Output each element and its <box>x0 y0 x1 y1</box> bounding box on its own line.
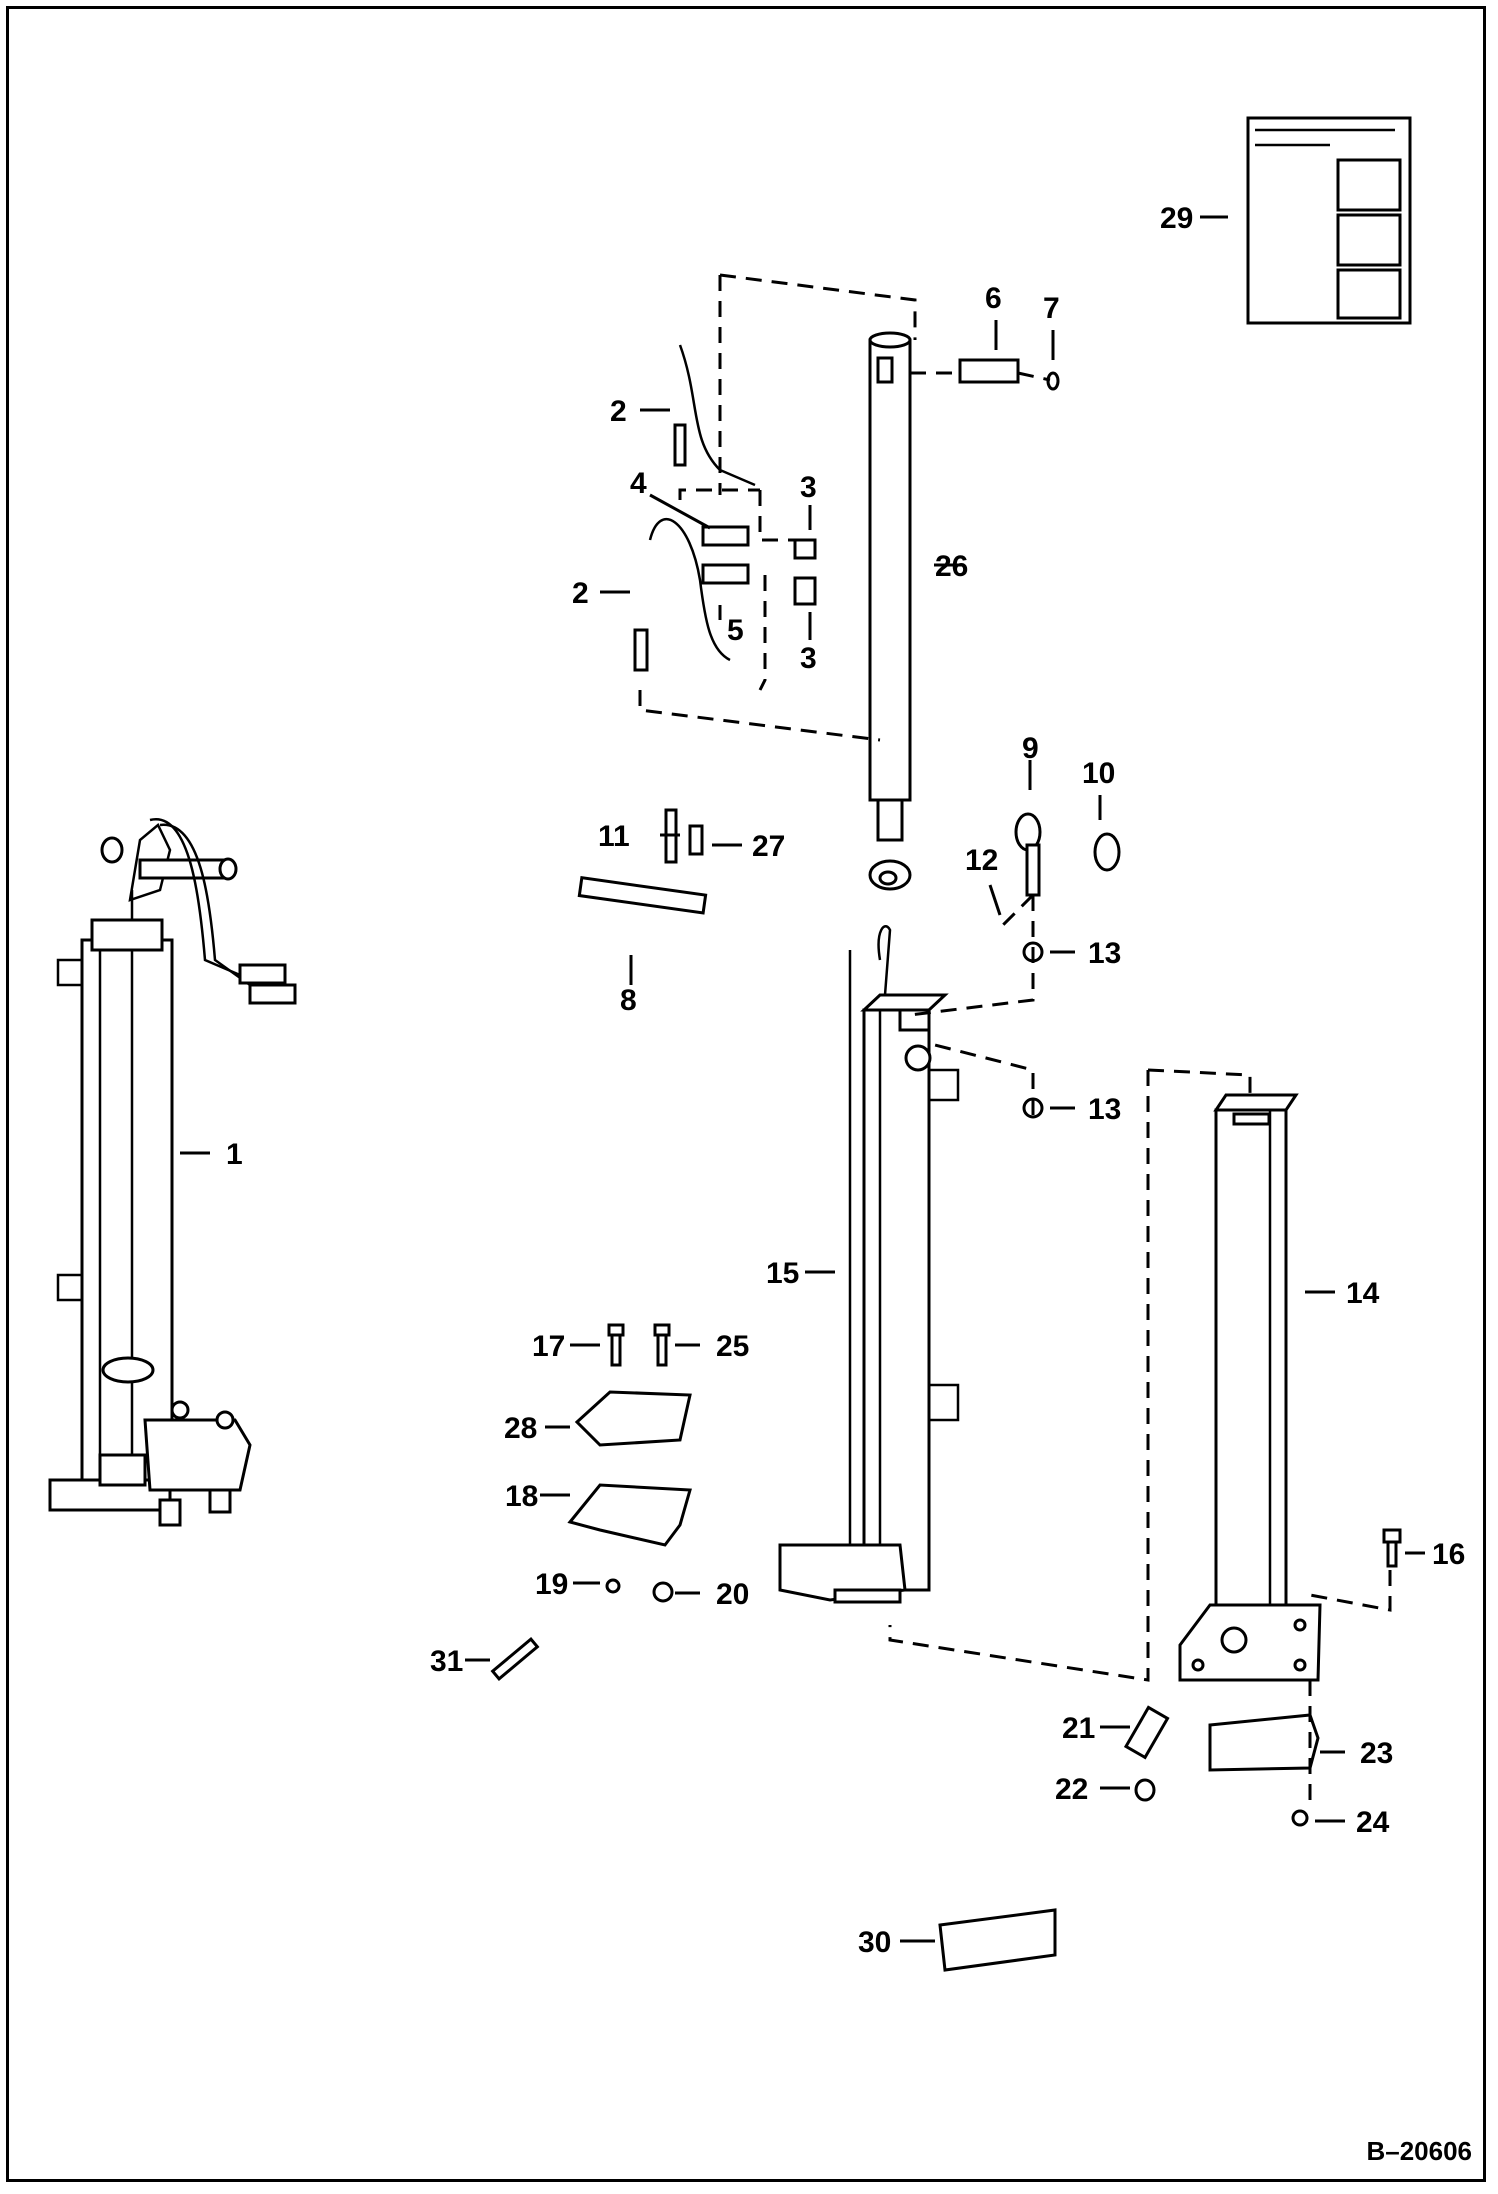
sleeve <box>1123 1705 1170 1760</box>
callout-30: 30 <box>858 1926 891 1959</box>
callout-5: 5 <box>727 614 744 647</box>
callout-14: 14 <box>1346 1277 1380 1310</box>
callout-leaders <box>180 215 1425 1943</box>
assembled-jack <box>48 818 297 1527</box>
callout-29: 29 <box>1160 202 1193 235</box>
callout-4: 4 <box>630 467 647 500</box>
lock-pin-assembly <box>1014 812 1121 897</box>
callout-31: 31 <box>430 1645 463 1678</box>
stand-tube <box>1178 1093 1322 1682</box>
callout-19: 19 <box>535 1568 568 1601</box>
callout-27: 27 <box>752 830 785 863</box>
assembly-lines <box>638 273 1392 1810</box>
cartridge <box>938 1908 1057 1972</box>
callout-2: 2 <box>572 577 589 610</box>
bracket <box>1208 1713 1320 1772</box>
reference-code: B–20606 <box>1366 2136 1472 2166</box>
callout-11: 11 <box>598 820 630 853</box>
callout-10: 10 <box>1082 757 1115 790</box>
callout-16: 16 <box>1432 1538 1465 1571</box>
callout-21: 21 <box>1062 1712 1095 1745</box>
callout-13: 13 <box>1088 937 1121 970</box>
callout-24: 24 <box>1356 1806 1390 1839</box>
callout-22: 22 <box>1055 1773 1088 1806</box>
couplers <box>701 525 817 606</box>
callout-28: 28 <box>504 1412 537 1445</box>
mount-hardware <box>490 1323 692 1682</box>
bolt <box>1382 1528 1402 1568</box>
callout-9: 9 <box>1022 732 1039 765</box>
pin <box>958 358 1020 384</box>
callout-26: 26 <box>935 550 968 583</box>
washer <box>1134 1778 1156 1802</box>
callout-23: 23 <box>1360 1737 1393 1770</box>
callout-3: 3 <box>800 642 817 675</box>
callout-12: 12 <box>965 844 998 877</box>
callout-8: 8 <box>620 984 637 1017</box>
callout-15: 15 <box>766 1257 799 1290</box>
callout-18: 18 <box>505 1480 538 1513</box>
callout-1: 1 <box>226 1138 243 1171</box>
nut <box>1291 1809 1309 1827</box>
callout-3: 3 <box>800 471 817 504</box>
callout-6: 6 <box>985 282 1002 315</box>
callout-labels: 1 2 2 3 3 4 5 6 7 8 9 10 11 12 13 13 14 … <box>226 202 1472 2166</box>
callout-25: 25 <box>716 1330 749 1363</box>
hydraulic-cylinder <box>868 331 912 891</box>
callout-20: 20 <box>716 1578 749 1611</box>
hydraulic-hoses <box>633 344 756 672</box>
diagram-border <box>6 6 1486 2182</box>
instruction-sheet <box>1246 116 1412 325</box>
callout-13: 13 <box>1088 1093 1121 1126</box>
callout-17: 17 <box>532 1330 565 1363</box>
callout-7: 7 <box>1043 292 1060 325</box>
jack-tube <box>778 925 960 1604</box>
callout-2: 2 <box>610 395 627 428</box>
